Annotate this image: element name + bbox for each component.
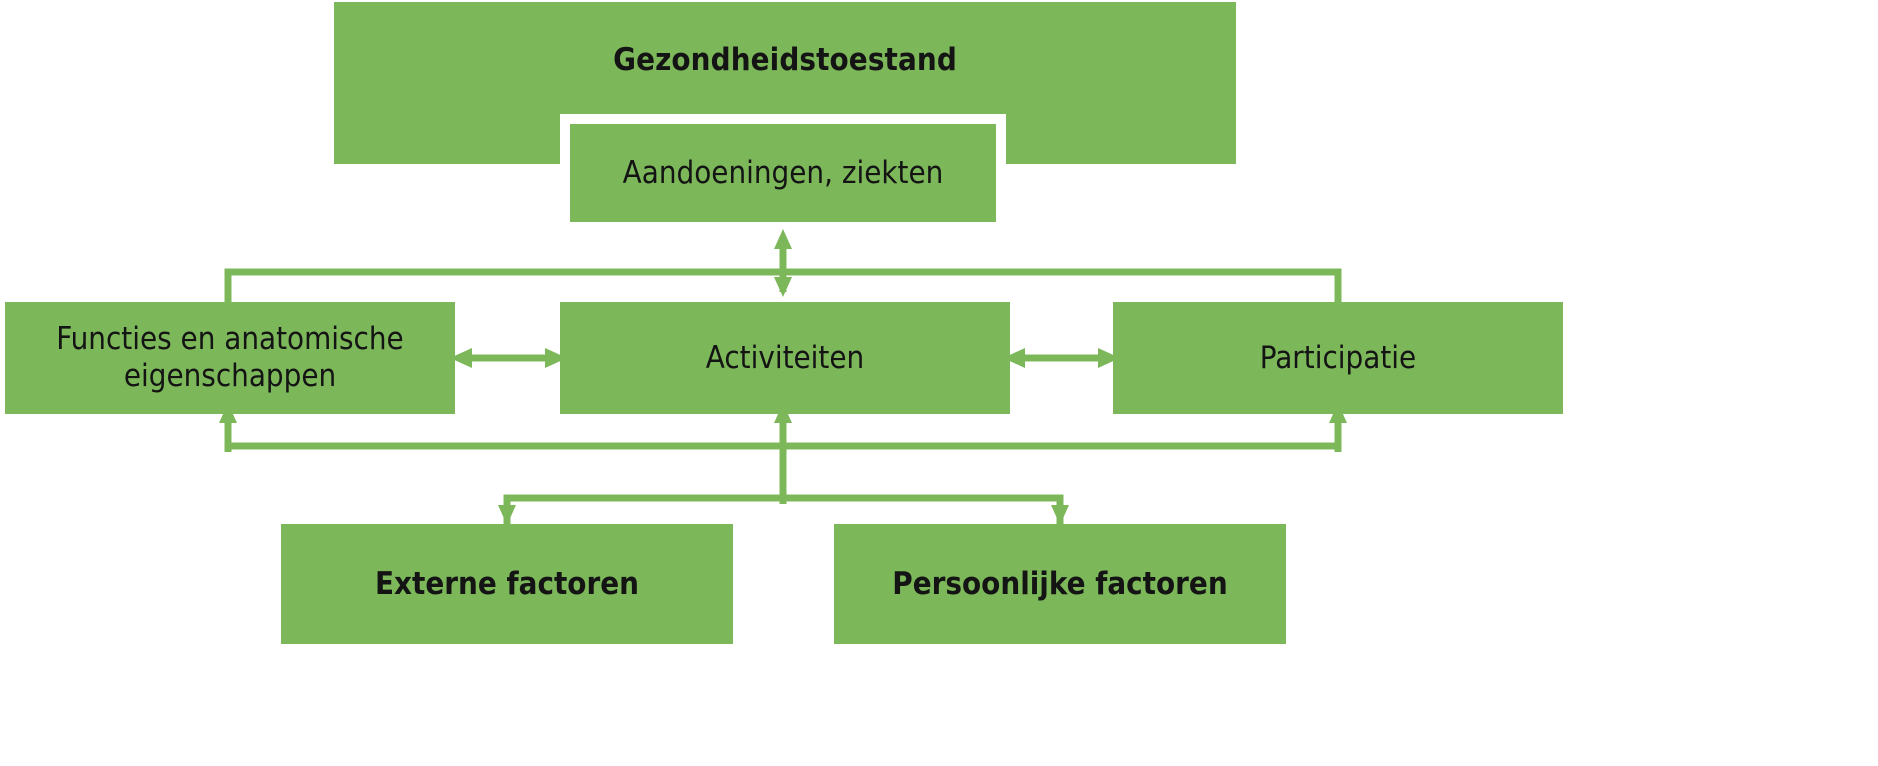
node-functies-en-anatomische-eigenschappen: Functies en anatomische eigenschappen [5,302,455,414]
arrow-feedback-band [219,403,1347,452]
node-label: Functies en anatomische eigenschappen [56,321,404,394]
node-label: Persoonlijke factoren [892,565,1228,602]
node-label: Gezondheidstoestand [613,42,957,78]
node-aandoeningen-ziekten: Aandoeningen, ziekten [560,114,1006,222]
node-label: Externe factoren [374,565,640,602]
node-externe-factoren: Externe factoren [281,524,733,644]
node-activiteiten: Activiteiten [560,302,1010,414]
node-label: Aandoeningen, ziekten [622,154,944,191]
node-persoonlijke-factoren: Persoonlijke factoren [834,524,1286,644]
node-label: Participatie [1259,339,1417,376]
node-label: Activiteiten [705,339,865,376]
node-participatie: Participatie [1113,302,1563,414]
